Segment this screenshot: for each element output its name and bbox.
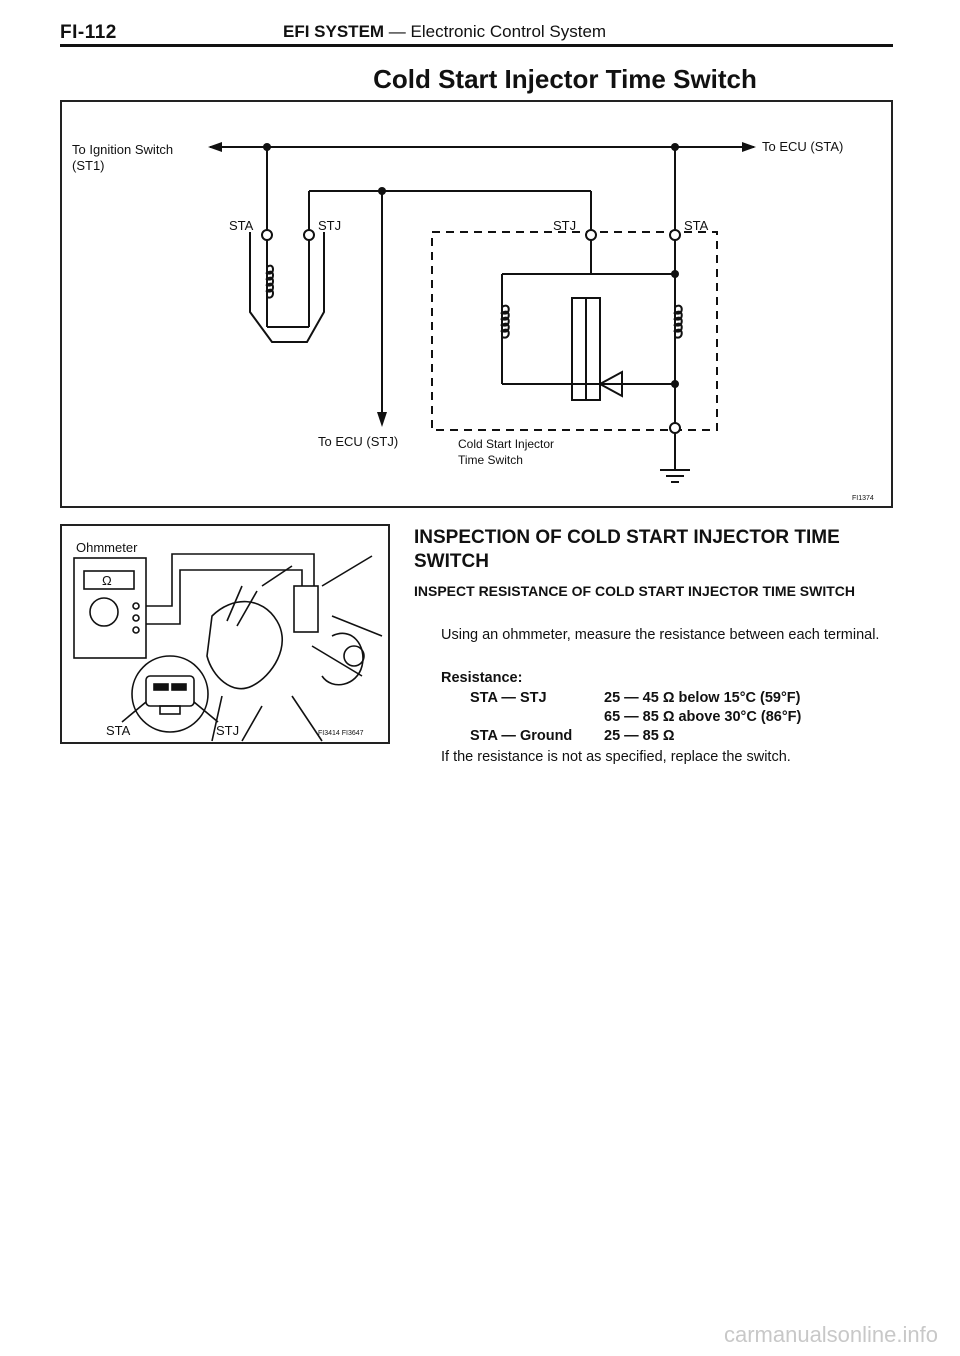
label-stj-left: STJ [318, 218, 341, 233]
junction-dot [671, 143, 679, 151]
spec-value: 25 — 45 Ω below 15°C (59°F) [604, 690, 801, 706]
spec-terminals: STA — STJ [470, 690, 547, 706]
terminal-ground [669, 422, 681, 434]
probe-icon [293, 585, 319, 633]
spec-value: 65 — 85 Ω above 30°C (86°F) [604, 709, 802, 725]
label-stj-right: STJ [553, 218, 576, 233]
ohmmeter-illustration-svg: Ohmmeter Ω STA STJ FI3414 FI3647 [73, 540, 383, 742]
arrow-down-icon [377, 412, 387, 427]
ohmmeter-illustration: Ohmmeter Ω STA STJ FI3414 FI3647 [60, 524, 390, 744]
arrow-left-icon [208, 142, 222, 152]
ohmmeter-display [83, 570, 135, 590]
connector-closeup-icon [131, 655, 209, 733]
label-ignition-line2: (ST1) [72, 158, 105, 173]
junction-dot [263, 143, 271, 151]
arrow-right-icon [742, 142, 756, 152]
running-head: EFI SYSTEM — Electronic Control System [283, 22, 606, 42]
running-head-section: EFI SYSTEM [283, 22, 385, 41]
terminal-stj-left [303, 229, 315, 241]
section-title: Cold Start Injector Time Switch [373, 64, 757, 94]
label-sta-left: STA [229, 218, 254, 233]
label-ignition-line1: To Ignition Switch [72, 142, 173, 157]
switch-body [431, 231, 718, 431]
coil-left-icon [265, 264, 274, 299]
junction-dot [671, 380, 679, 388]
label-ecu-sta: To ECU (STA) [762, 139, 843, 154]
ohm-symbol: Ω [102, 573, 112, 588]
label-sta-right: STA [684, 218, 709, 233]
watermark: carmanualsonline.info [723, 1322, 938, 1347]
wiring-diagram-svg: To Ignition Switch (ST1) To ECU (STA) ST… [72, 139, 874, 502]
photo-figure-code: FI3414 FI3647 [318, 730, 364, 737]
spec-value: 25 — 85 Ω [604, 728, 675, 744]
resistance-label: Resistance: [441, 670, 523, 686]
label-switch-line2: Time Switch [458, 453, 523, 467]
contact-point-icon [597, 370, 623, 398]
ohmmeter-body-icon [73, 557, 147, 659]
page-number: FI-112 [60, 22, 117, 43]
inspection-subheading: INSPECT RESISTANCE OF COLD START INJECTO… [414, 583, 856, 599]
header-rule [60, 44, 893, 47]
inspection-paragraph: Using an ohmmeter, measure the resistanc… [441, 627, 880, 643]
heater-coil-right-icon [672, 304, 683, 339]
ohmmeter-label: Ohmmeter [76, 540, 138, 555]
wiring-diagram: To Ignition Switch (ST1) To ECU (STA) ST… [60, 100, 893, 508]
inspection-heading: INSPECTION OF COLD START INJECTOR TIME S… [414, 527, 840, 572]
label-ecu-stj: To ECU (STJ) [318, 434, 398, 449]
ohmmeter-dial-icon [89, 597, 119, 627]
connector-housing-left [249, 232, 325, 343]
inspection-note: If the resistance is not as specified, r… [441, 749, 791, 765]
running-head-subsection: — Electronic Control System [384, 22, 607, 41]
terminal-sta-left [261, 229, 273, 241]
figure-code: FI1374 [852, 495, 874, 502]
terminal-stj-right [585, 229, 597, 241]
photo-label-stj: STJ [216, 723, 239, 738]
heater-coil-icon [499, 304, 510, 339]
photo-label-sta: STA [106, 723, 131, 738]
junction-dot [378, 187, 386, 195]
test-lead-icon [146, 553, 315, 607]
spec-terminals: STA — Ground [470, 728, 573, 744]
terminal-sta-right [669, 229, 681, 241]
junction-dot [671, 270, 679, 278]
label-switch-line1: Cold Start Injector [458, 437, 554, 451]
